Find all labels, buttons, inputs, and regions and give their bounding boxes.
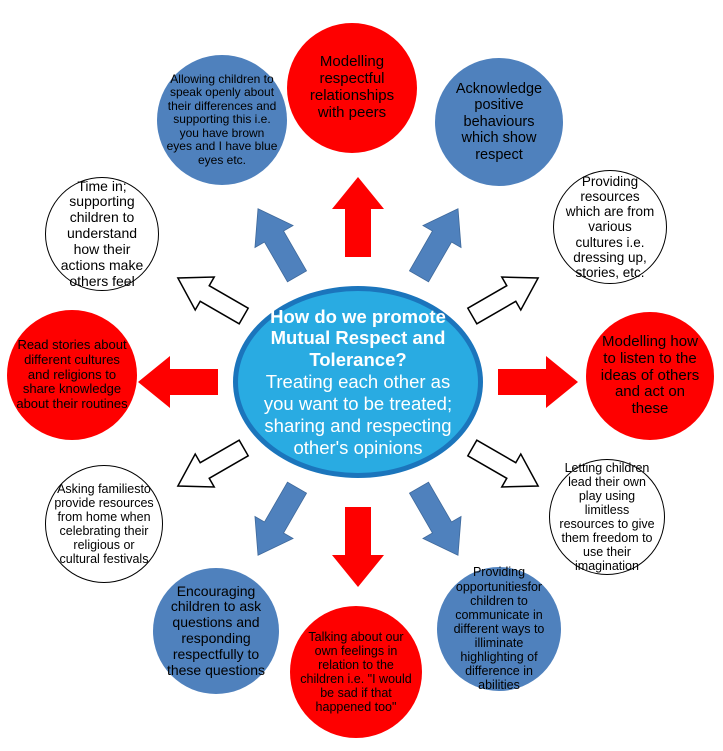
arrow-left-icon (138, 356, 218, 408)
node-label: Modelling respectful relationships with … (309, 53, 395, 121)
node-acknowledge-behaviours: Acknowledge positive behaviours which sh… (435, 58, 563, 186)
node-modelling-peers: Modelling respectful relationships with … (287, 23, 417, 153)
node-time-in: Time in; supporting children to understa… (45, 177, 159, 291)
node-talking-feelings: Talking about our own feelings in relati… (290, 606, 422, 738)
arrow-down-right-icon (408, 481, 462, 556)
node-speak-openly: Allowing children to speak openly about … (157, 55, 287, 185)
node-child-led-play: Letting children lead their own play usi… (549, 459, 665, 575)
node-communication-opportunities: Providing opportunitiesfor children to c… (437, 565, 561, 693)
node-label: Letting children lead their own play usi… (559, 460, 655, 574)
node-read-stories: Read stories about different cultures an… (7, 310, 137, 440)
arrow-right-down-outline-icon (466, 439, 540, 488)
node-label: Time in; supporting children to understa… (60, 177, 144, 289)
node-label: Modelling how to listen to the ideas of … (600, 332, 700, 418)
arrow-up-icon (332, 177, 384, 257)
node-label: Acknowledge positive behaviours which sh… (455, 81, 543, 163)
arrow-right-icon (498, 356, 578, 408)
node-label: Providing resources which are from vario… (565, 173, 655, 281)
center-body: Treating each other as you want to be tr… (263, 371, 453, 458)
node-modelling-listening: Modelling how to listen to the ideas of … (586, 312, 714, 440)
node-various-cultures-resources: Providing resources which are from vario… (553, 170, 667, 284)
center-question-ellipse: How do we promote Mutual Respect and Tol… (233, 286, 483, 478)
node-label: Allowing children to speak openly about … (166, 71, 278, 167)
node-label: Asking familiesto provide resources from… (54, 481, 154, 567)
arrow-left-up-outline-icon (176, 276, 250, 325)
node-label: Encouraging children to ask questions an… (166, 582, 266, 678)
arrow-up-left-icon (254, 208, 308, 283)
arrow-down-icon (332, 507, 384, 587)
node-label: Providing opportunitiesfor children to c… (453, 565, 545, 693)
node-label: Read stories about different cultures an… (16, 337, 128, 412)
node-family-resources: Asking familiesto provide resources from… (45, 465, 163, 583)
node-label: Talking about our own feelings in relati… (300, 629, 412, 715)
node-encouraging-questions: Encouraging children to ask questions an… (153, 568, 279, 694)
center-heading: How do we promote Mutual Respect and Tol… (270, 305, 446, 371)
arrow-up-right-icon (408, 208, 462, 283)
arrow-down-left-icon (254, 481, 308, 556)
arrow-right-up-outline-icon (466, 276, 540, 325)
arrow-left-down-outline-icon (176, 439, 250, 488)
